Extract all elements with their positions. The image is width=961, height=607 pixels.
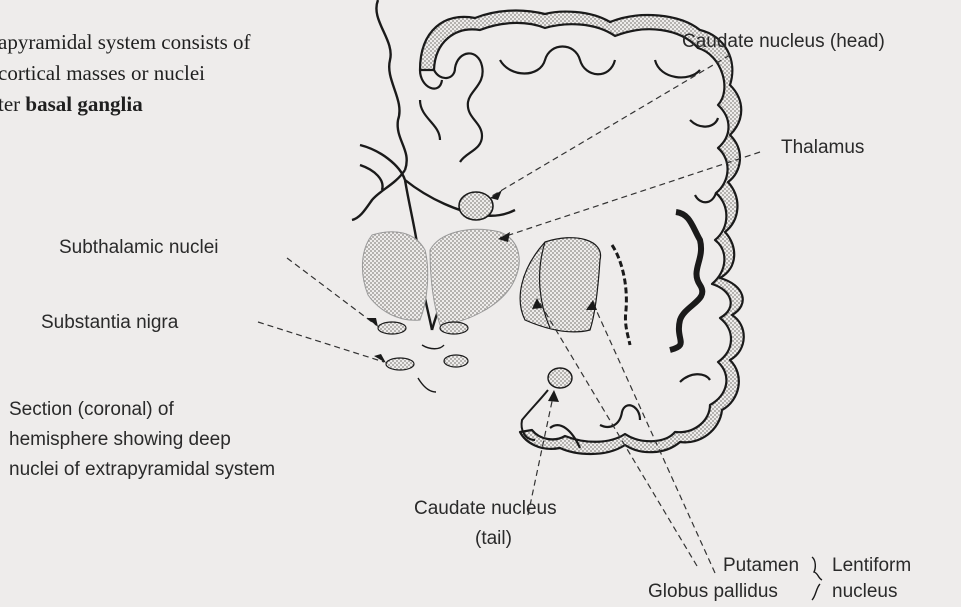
label-thalamus: Thalamus — [781, 136, 864, 160]
caption-line-1: Section (coronal) of — [9, 398, 174, 422]
subthalamic-nucleus-left — [378, 322, 406, 334]
subthalamic-nucleus-right — [440, 322, 468, 334]
thalamus-right — [430, 229, 519, 325]
leader-substantia-nigra — [258, 322, 384, 362]
leader-caudate-head — [492, 55, 730, 196]
label-caudate-tail-2: (tail) — [475, 527, 512, 551]
label-subthalamic: Subthalamic nuclei — [59, 236, 218, 260]
label-globus-pallidus: Globus pallidus — [648, 580, 778, 604]
brace-globus — [812, 584, 820, 600]
label-lentiform-1: Lentiform — [832, 554, 911, 578]
substantia-nigra-left — [386, 358, 414, 370]
putamen — [520, 238, 600, 332]
caption-line-2: hemisphere showing deep — [9, 428, 231, 452]
caption-line-3: nuclei of extrapyramidal system — [9, 458, 275, 482]
caudate-tail — [548, 368, 572, 388]
label-caudate-tail-1: Caudate nucleus — [414, 497, 557, 521]
brace-putamen — [812, 557, 822, 580]
label-putamen: Putamen — [723, 554, 799, 578]
label-substantia-nigra: Substantia nigra — [41, 311, 178, 335]
label-lentiform-2: nucleus — [832, 580, 898, 604]
substantia-nigra-right — [444, 355, 468, 367]
claustrum — [612, 245, 630, 345]
caudate-head — [459, 192, 493, 220]
thalamus — [362, 232, 427, 321]
label-caudate-head: Caudate nucleus (head) — [682, 30, 885, 54]
